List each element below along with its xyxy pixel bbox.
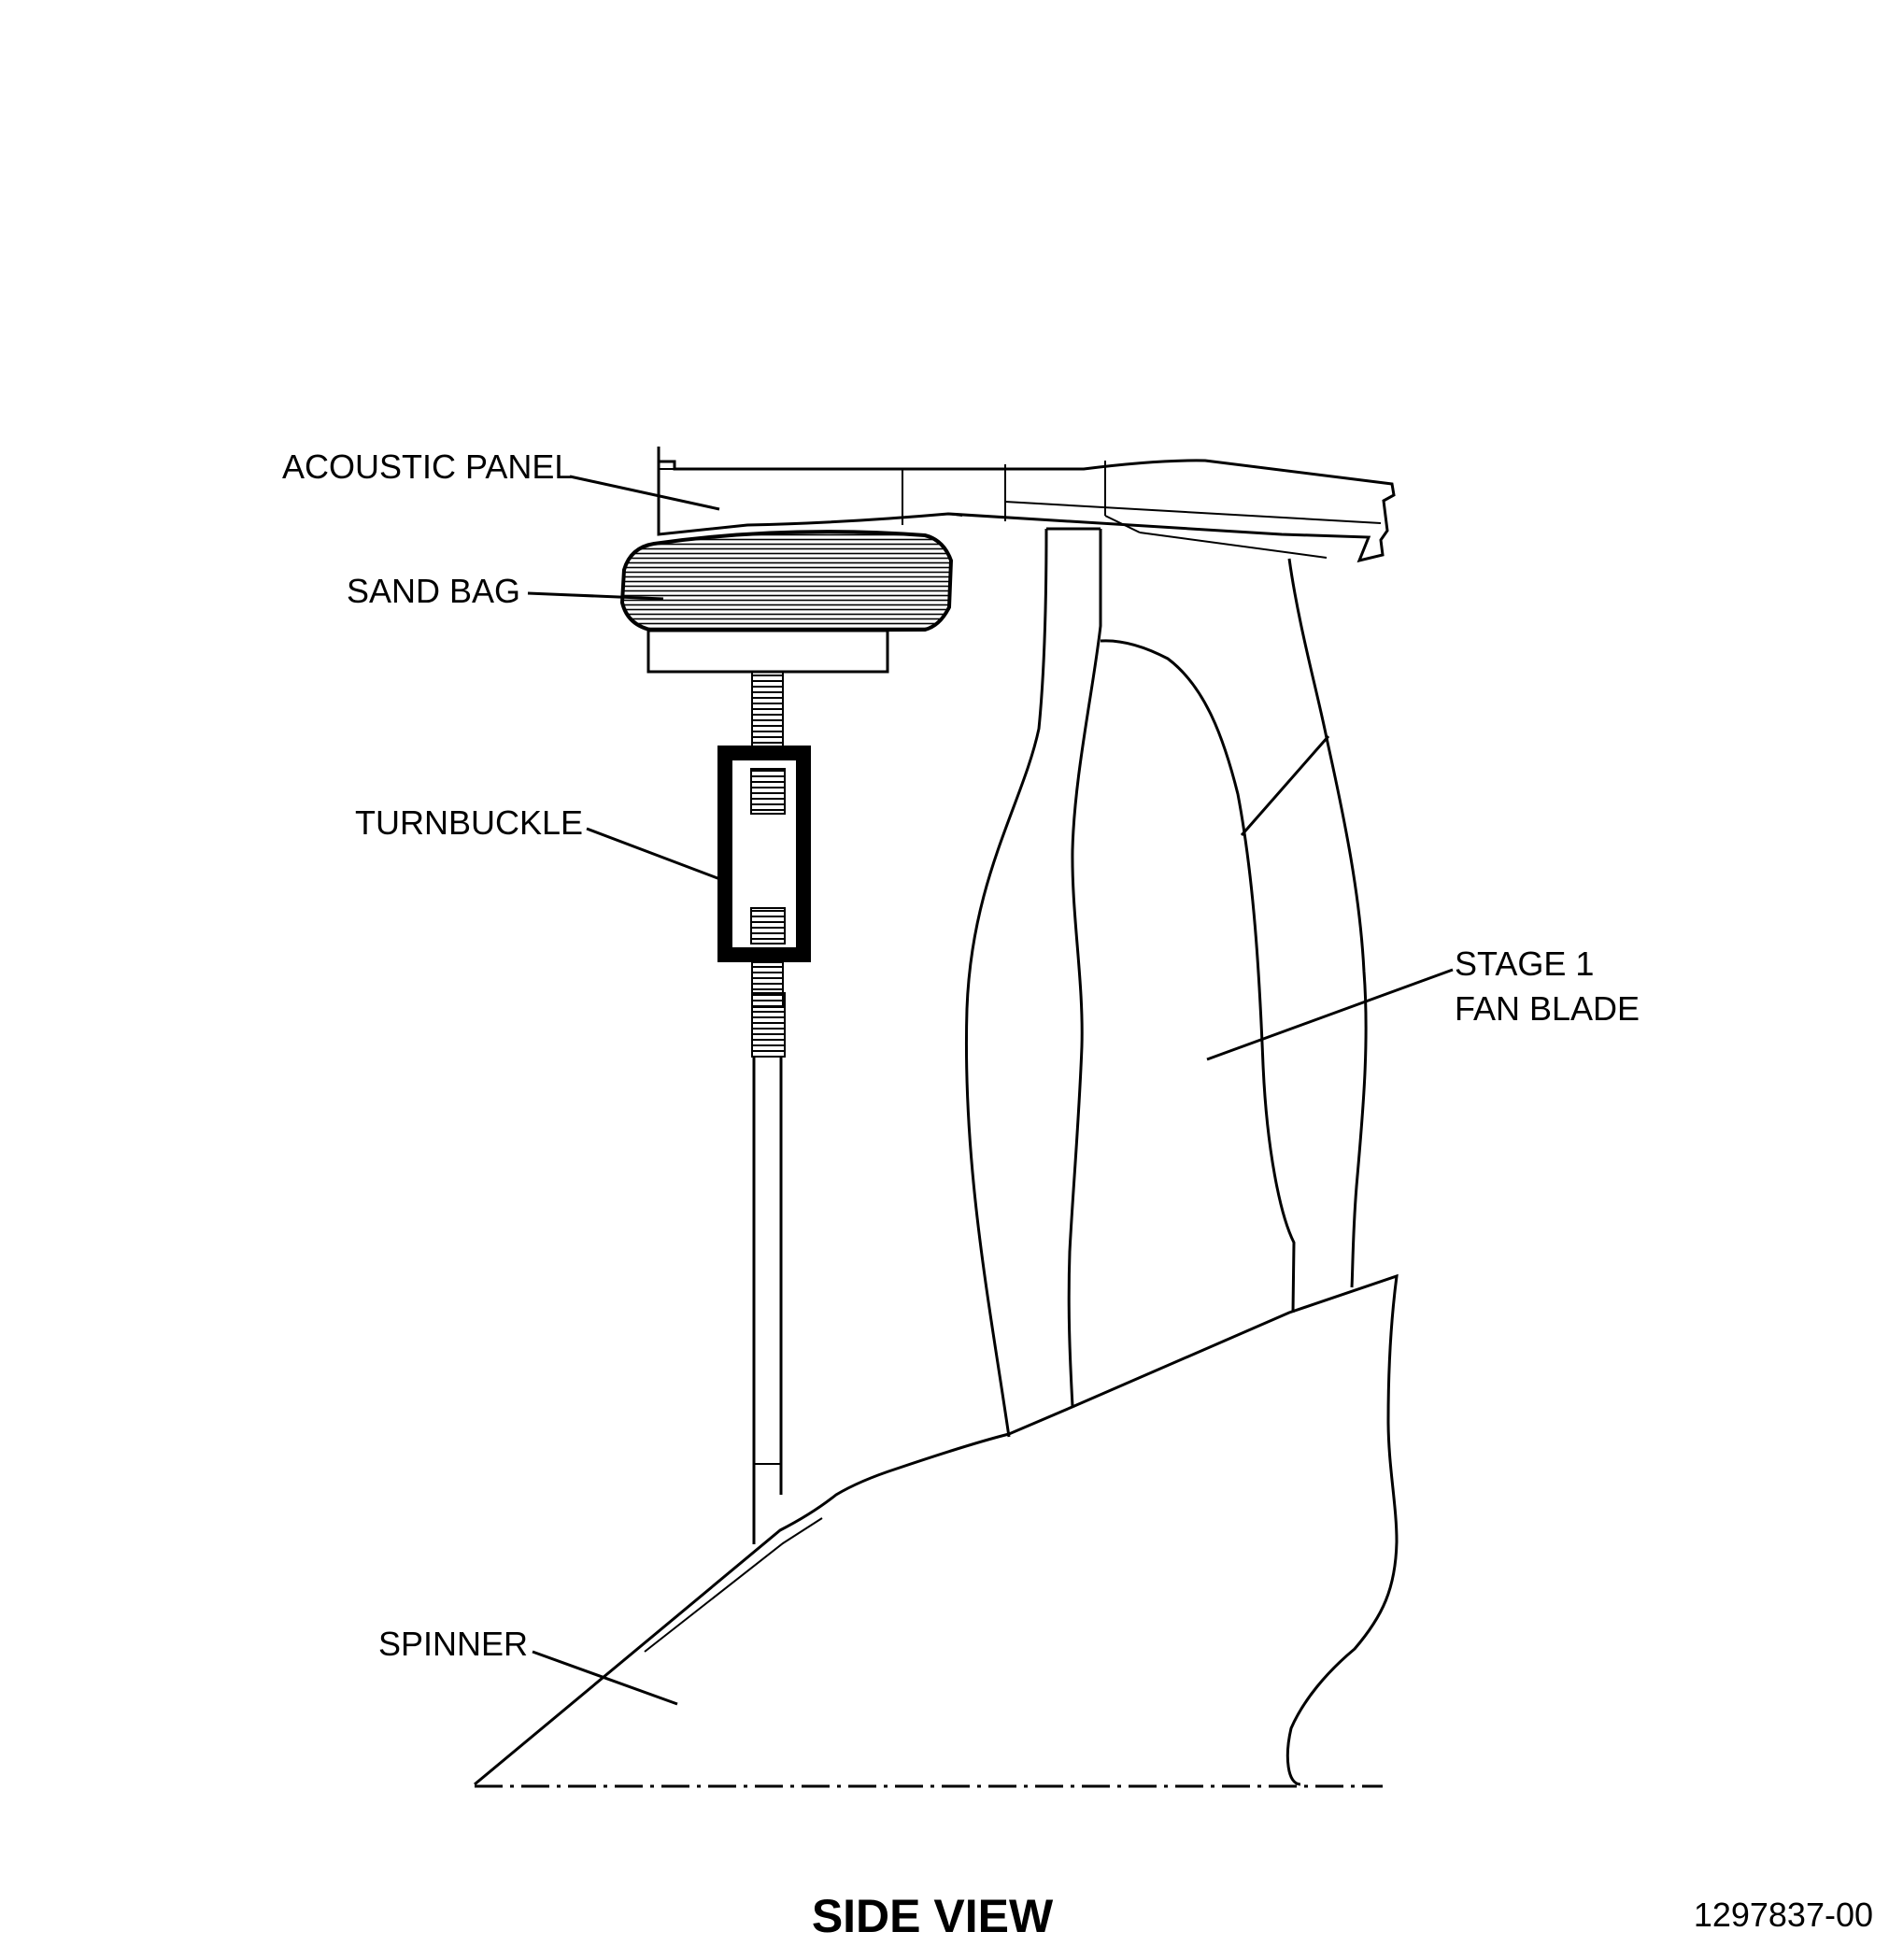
figure-number: 1297837-00 [1694,1896,1873,1934]
sand-bag-base-plate [646,629,889,674]
spinner-label: SPINNER [378,1625,528,1663]
acoustic-panel [657,447,1396,563]
leader-lines [527,475,1454,1706]
turnbuckle-leader [586,827,726,883]
fan-blade-leader [1206,968,1454,1061]
fan-blade-label-line2: FAN BLADE [1455,989,1640,1028]
spinner-leader [532,1650,678,1706]
acoustic-panel-leader [569,475,720,511]
turnbuckle-assembly [717,671,811,1544]
sand-bag-label: SAND BAG [347,572,520,610]
stage-1-fan-blade [964,527,1368,1438]
spinner [474,1273,1399,1788]
fan-blade-label-line1: STAGE 1 [1455,944,1594,983]
sand-bag-leader [527,591,664,601]
turnbuckle-label: TURNBUCKLE [355,803,583,842]
sand-bag [619,530,954,633]
acoustic-panel-label: ACOUSTIC PANEL [282,447,573,486]
view-title: SIDE VIEW [812,1890,1054,1942]
